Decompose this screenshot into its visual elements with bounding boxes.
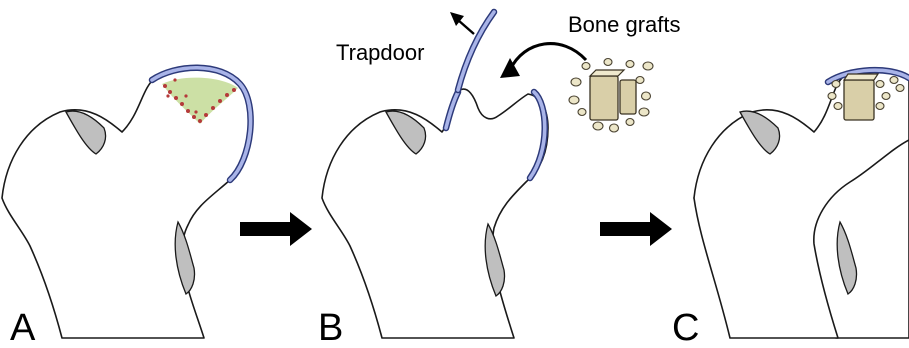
panel-label-b: B [318,307,343,348]
arrow-a-to-b [240,212,312,246]
graft-block-c [844,80,874,120]
bone-graft-cluster [569,59,653,133]
trapdoor-label: Trapdoor [336,40,424,65]
arrow-b-to-c [600,212,672,246]
panel-label-a: A [10,307,36,348]
graft-block [590,76,618,120]
femur-outline-b [322,89,548,338]
trapdoor-arrow-line [458,20,474,34]
panel-label-c: C [672,307,699,348]
panel-c: C [672,68,909,348]
panel-b: Trapdoor Bone grafts B [318,12,681,348]
panel-a: A [2,67,251,348]
bone-grafts-label: Bone grafts [568,12,681,37]
graft-chip [571,78,581,86]
graft-insertion-arrow [510,44,586,70]
